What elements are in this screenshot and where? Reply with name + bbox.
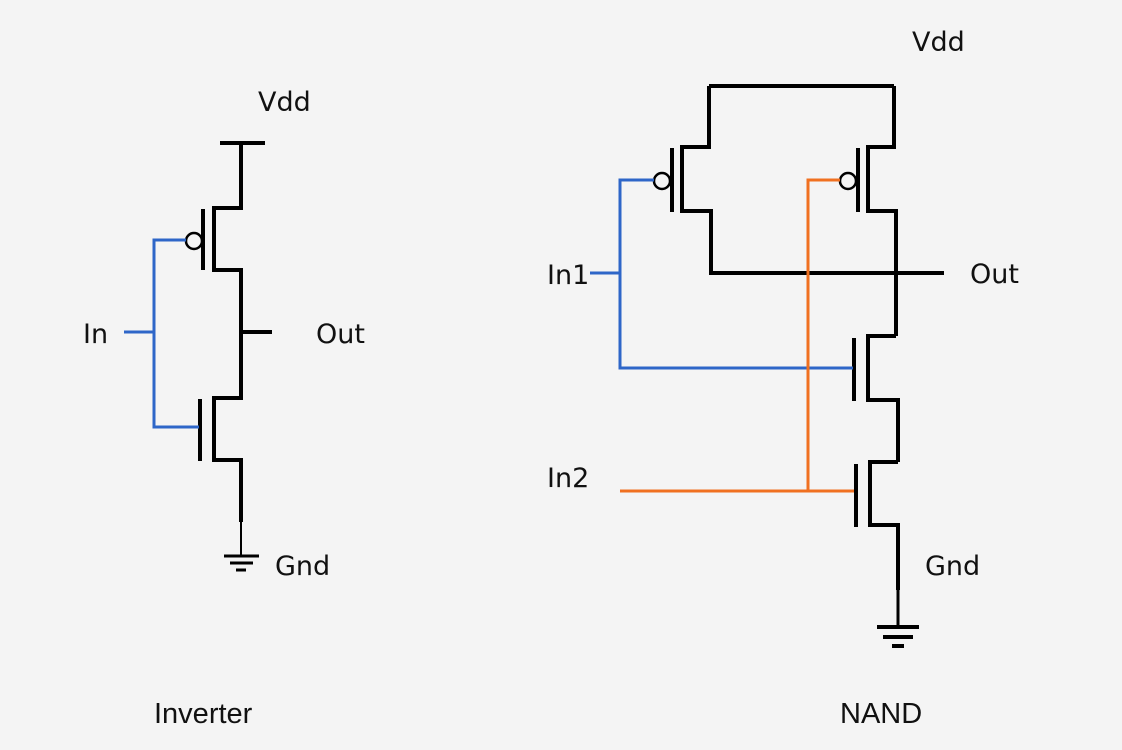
nand-caption: NAND [840, 698, 922, 730]
nand-circuit: Vdd Out In1 [547, 27, 1019, 730]
inverter-input-wire [152, 238, 199, 429]
inverter-input-label: In [83, 319, 108, 350]
nand-vdd-label: Vdd [912, 27, 965, 58]
nand-nmos2-channel [868, 460, 900, 590]
nand-pmos1-bubble-icon [652, 171, 672, 191]
inverter-nmos-channel [212, 396, 243, 522]
nand-pmos2-bubble-icon [838, 171, 858, 191]
inverter-vdd-label: Vdd [258, 87, 311, 118]
inverter-ground-icon [224, 522, 259, 572]
inverter-caption: Inverter [154, 698, 253, 730]
nand-pmos1-transistor [652, 86, 713, 274]
nand-nmos1-channel [866, 334, 900, 462]
nand-input2-label: In2 [547, 463, 589, 494]
inverter-pmos-transistor [184, 143, 243, 400]
nand-input2-vertical-wire [806, 178, 840, 491]
nand-output-label: Out [970, 259, 1019, 290]
nand-pmos1-channel [680, 86, 713, 274]
inverter-pmos-channel [212, 143, 243, 400]
nand-input1-label: In1 [547, 260, 589, 291]
inverter-nmos-transistor [198, 396, 243, 522]
nand-gnd-label: Gnd [925, 551, 980, 582]
nand-nmos1-transistor [852, 334, 900, 462]
nand-pmos2-transistor [838, 86, 898, 336]
inverter-gnd-label: Gnd [275, 551, 330, 582]
nand-pmos2-channel [866, 86, 898, 336]
nand-nmos2-transistor [854, 460, 900, 590]
inverter-pmos-bubble-icon [184, 231, 204, 251]
nand-ground-icon [877, 590, 919, 648]
inverter-circuit: Vdd Out In Gnd Inverter [83, 87, 365, 730]
inverter-output-label: Out [316, 319, 365, 350]
